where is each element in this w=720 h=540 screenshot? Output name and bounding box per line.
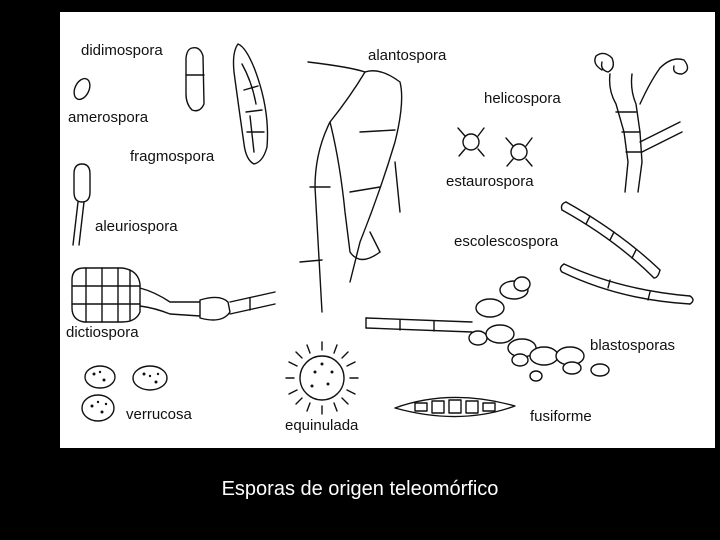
label-amerospora: amerospora: [68, 109, 149, 126]
amerospora-drawing: [73, 77, 91, 101]
equinulada-drawing: [285, 341, 359, 415]
didimospora-drawing: [185, 46, 205, 112]
alantospora-drawing: [299, 61, 403, 313]
label-helicospora: helicospora: [484, 90, 561, 107]
label-fragmospora: fragmospora: [130, 148, 215, 165]
label-estaurospora: estaurospora: [446, 173, 534, 190]
fragmospora-drawing: [232, 43, 269, 165]
label-fusiforme: fusiforme: [530, 408, 592, 425]
label-aleuriospora: aleuriospora: [95, 218, 178, 235]
label-blastosporas: blastosporas: [590, 337, 675, 354]
estaurospora-drawing: [457, 127, 533, 167]
label-escolescospora: escolescospora: [454, 233, 559, 250]
blastosporas-drawing: [365, 276, 610, 382]
escolescospora-drawing: [559, 201, 694, 305]
aleuriospora-drawing: [72, 163, 91, 246]
label-verrucosa: verrucosa: [126, 406, 193, 423]
slide-caption: Esporas de origen teleomórfico: [221, 478, 499, 500]
label-dictiospora: dictiospora: [66, 324, 139, 341]
spore-figure: didimospora amerospora fragmospora aleur…: [60, 12, 715, 448]
label-didimospora: didimospora: [81, 42, 163, 59]
dictiospora-drawing: [71, 267, 276, 323]
label-alantospora: alantospora: [368, 47, 447, 64]
spore-diagram: didimospora amerospora fragmospora aleur…: [66, 42, 694, 434]
fusiforme-drawing: [394, 396, 516, 418]
label-equinulada: equinulada: [285, 417, 359, 434]
helicospora-drawing: [594, 52, 689, 193]
verrucosa-drawing: [81, 365, 168, 422]
